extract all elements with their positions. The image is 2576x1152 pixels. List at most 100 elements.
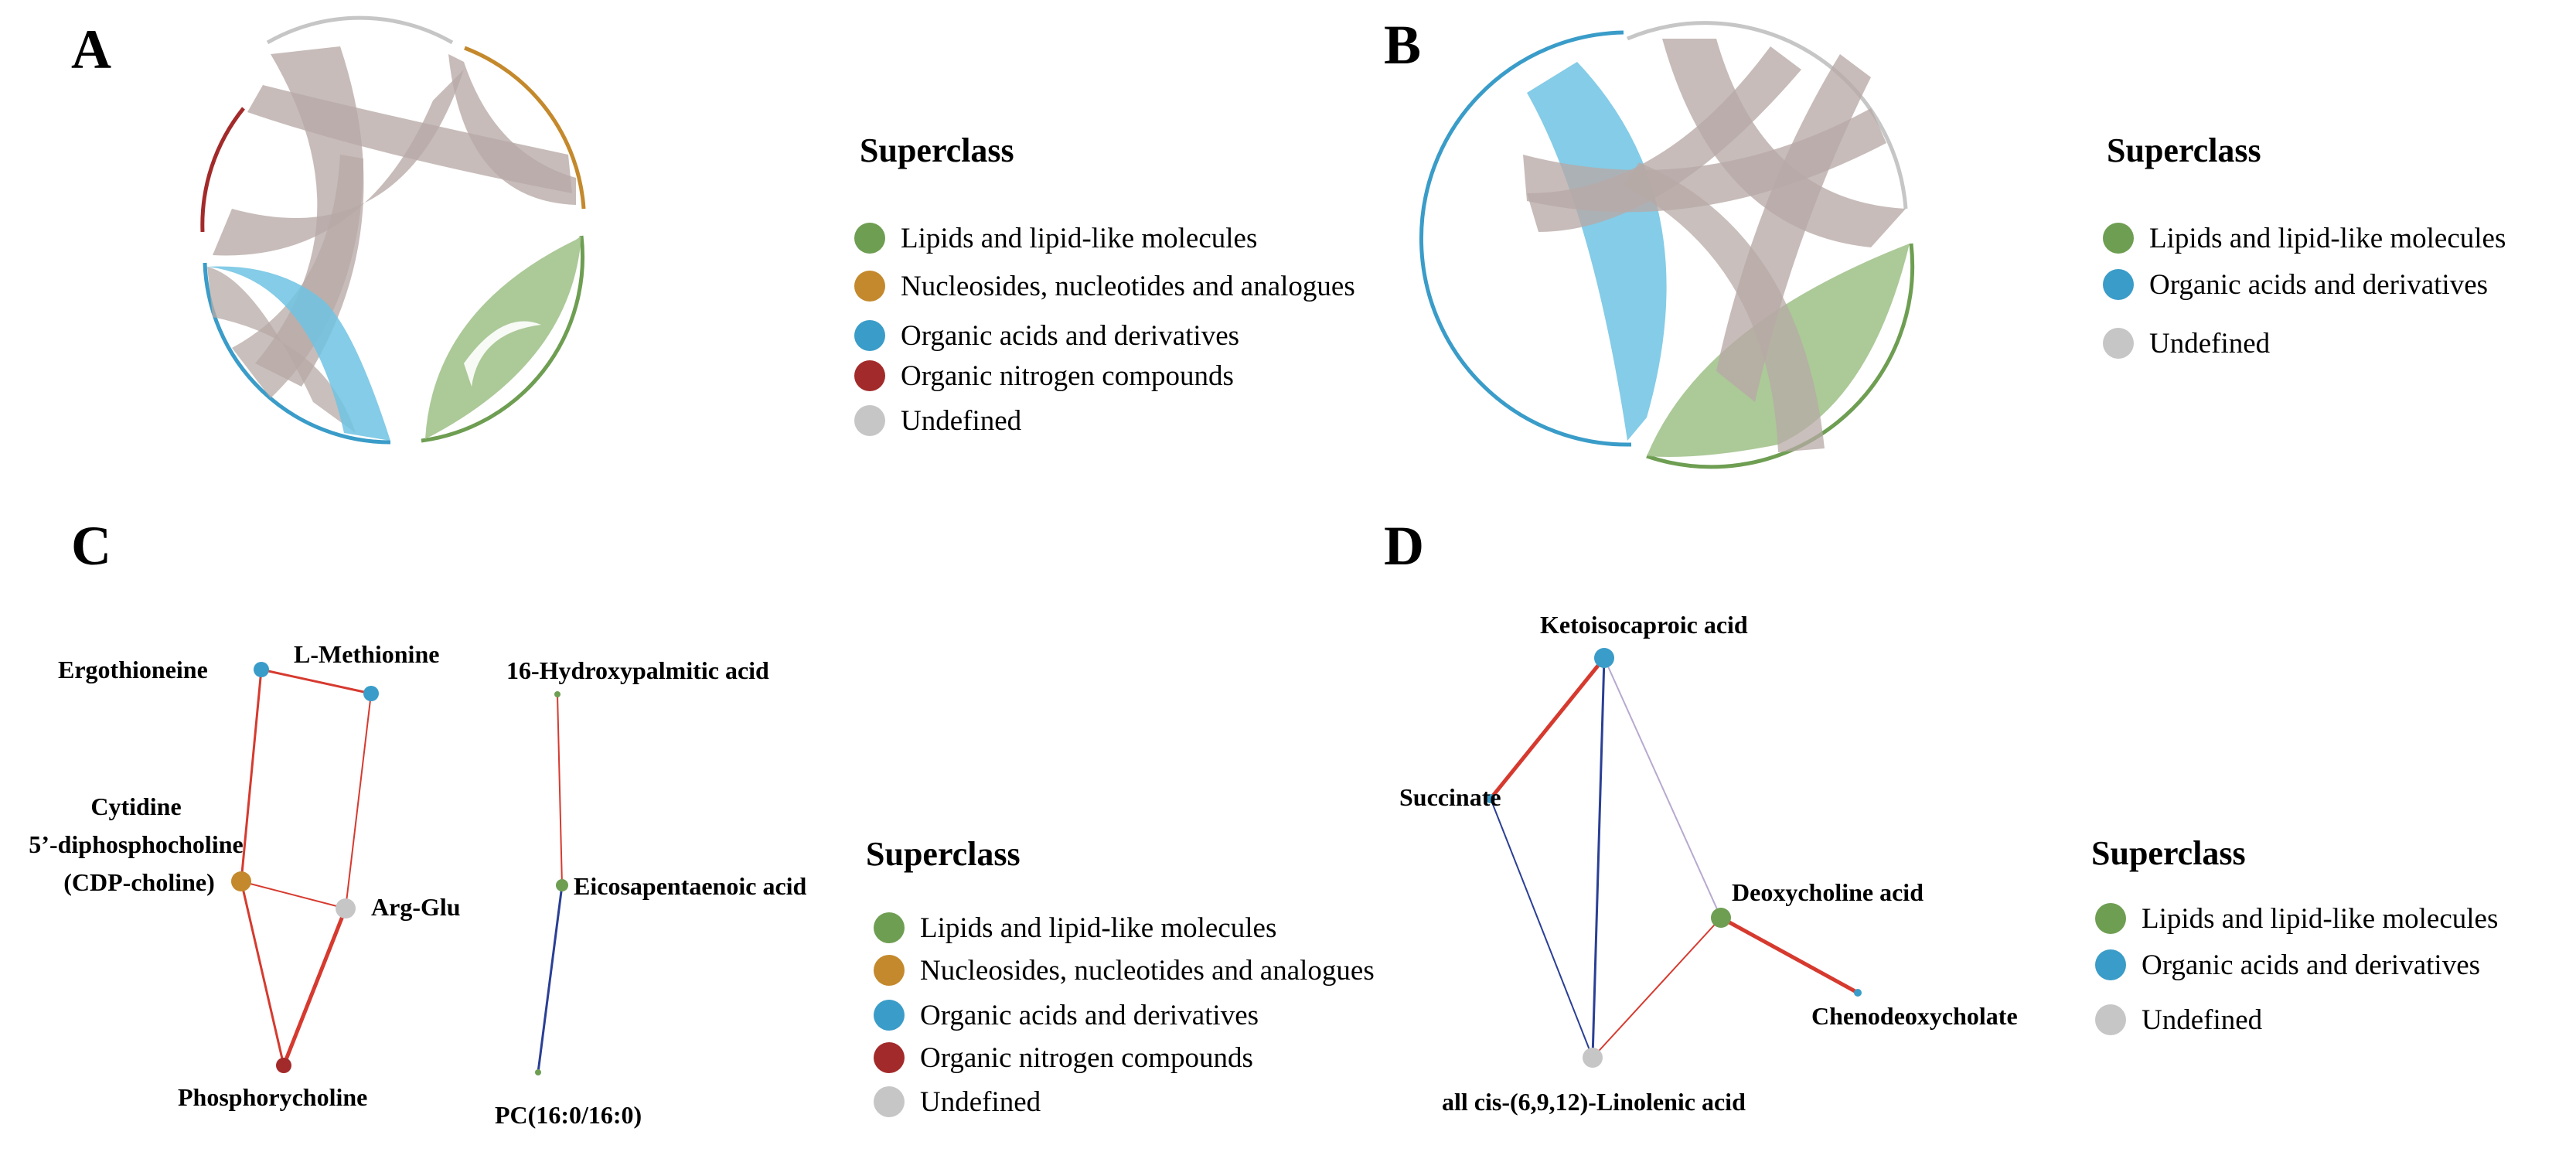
node-phosphorycholine [276, 1058, 291, 1073]
edge-ergothioneine-lmethionine [261, 668, 372, 695]
arc-undefined [1627, 21, 1908, 210]
legend-label: Organic acids and derivatives [901, 320, 1239, 352]
node-deoxycholine [1711, 908, 1731, 928]
legend-items: Lipids and lipid-like moleculesNucleosid… [874, 912, 1375, 1118]
legend-swatch [2103, 269, 2134, 300]
edge-hydroxypalmitic-eicosapentaenoic [557, 694, 563, 886]
chord-ribbon [247, 85, 572, 193]
edge-ketoisocaproic-linolenic [1591, 657, 1606, 1058]
panel-c-network: Ergothioneine L-Methionine Cytidine 5’-d… [29, 640, 806, 1129]
node-lmethionine [363, 686, 379, 701]
panel-c-legend: Superclass Lipids and lipid-like molecul… [866, 835, 1375, 1118]
legend-label: Organic acids and derivatives [2149, 269, 2488, 301]
legend-swatch [874, 1000, 905, 1031]
node-cdpcholine [231, 871, 251, 891]
legend-swatch [874, 955, 905, 986]
panel-a-chord-diagram [200, 15, 586, 445]
legend-swatch [854, 360, 885, 391]
chord-ribbon [1624, 162, 1825, 452]
legend-swatch [854, 320, 885, 351]
legend-title: Superclass [2091, 834, 2246, 872]
edge-eicosapentaenoic-pc16 [537, 884, 564, 1073]
node-succinate [1486, 794, 1495, 803]
chord-ribbon-organic-acids [207, 266, 390, 441]
panel-b-letter: B [1384, 14, 1421, 76]
panel-a-legend: Superclass Lipids and lipid-like molecul… [854, 131, 1355, 437]
panel-d-legend: Superclass Lipids and lipid-like molecul… [2091, 834, 2498, 1036]
panel-b-chord-diagram [1419, 21, 1915, 469]
legend-swatch [2095, 949, 2126, 980]
legend-label: Undefined [901, 405, 1022, 437]
edge-argglu-phosphorycholine [281, 908, 348, 1066]
arc-nucleosides [464, 46, 586, 210]
panel-a: A Superclass Lipids and lipid-like molec… [71, 15, 1355, 445]
node-argglu [336, 898, 356, 919]
edge-ergothioneine-cdpcholine [240, 669, 263, 882]
chord-ribbon [232, 155, 363, 398]
legend-swatch [874, 912, 905, 943]
chord-ribbon-lipids [425, 236, 581, 439]
legend-swatch [874, 1042, 905, 1073]
label-hydroxypalmitic: 16-Hydroxypalmitic acid [506, 656, 769, 684]
legend-label: Organic acids and derivatives [2142, 949, 2480, 981]
node-ketoisocaproic [1594, 648, 1614, 668]
label-eicosapentaenoic: Eicosapentaenoic acid [574, 872, 807, 900]
label-succinate: Succinate [1399, 783, 1501, 811]
label-lmethionine: L-Methionine [294, 640, 439, 668]
chord-ribbon [207, 267, 356, 433]
arc-lipids [1646, 243, 1915, 469]
arc-lipids [421, 235, 585, 443]
legend-label: Undefined [2149, 328, 2271, 360]
label-argglu: Arg-Glu [371, 893, 461, 921]
legend-label: Organic acids and derivatives [920, 1000, 1259, 1031]
edge-cdpcholine-argglu [240, 881, 346, 909]
chord-ribbon-organic-acids [1527, 62, 1667, 441]
label-linolenic: all cis-(6,9,12)-Linolenic acid [1442, 1088, 1746, 1116]
legend-swatch [854, 271, 885, 302]
legend-swatch [2095, 903, 2126, 934]
legend-label: Nucleosides, nucleotides and analogues [920, 955, 1375, 987]
legend-label: Organic nitrogen compounds [901, 360, 1234, 392]
chord-ribbon [1523, 108, 1886, 213]
node-ergothioneine [254, 662, 269, 677]
label-ergothioneine: Ergothioneine [58, 656, 208, 683]
legend-label: Undefined [920, 1086, 1041, 1118]
legend-swatch [2103, 223, 2134, 254]
legend-items: Lipids and lipid-like moleculesNucleosid… [854, 223, 1355, 437]
legend-title: Superclass [2107, 131, 2261, 169]
legend-label: Lipids and lipid-like molecules [2149, 223, 2506, 254]
legend-swatch [2095, 1004, 2126, 1035]
panel-b: B Superclass Lipids and lipid-like molec… [1384, 14, 2506, 469]
panel-d-letter: D [1384, 515, 1424, 577]
node-pc16 [535, 1069, 541, 1075]
chord-ribbon-self [464, 321, 541, 387]
label-chenodeoxycholate: Chenodeoxycholate [1811, 1002, 2018, 1030]
legend-label: Undefined [2142, 1004, 2263, 1036]
edge-ketoisocaproic-deoxycholine [1603, 657, 1722, 919]
legend-label: Nucleosides, nucleotides and analogues [901, 271, 1355, 302]
node-linolenic [1583, 1048, 1603, 1068]
panel-c: C Ergothioneine L-Methionine Cytidi [29, 515, 1374, 1129]
node-chenodeoxycholate [1854, 989, 1862, 997]
chord-ribbon [1662, 39, 1906, 247]
arc-organic-acids [203, 262, 391, 445]
label-deoxycholine: Deoxycholine acid [1732, 878, 1923, 906]
panel-a-letter: A [71, 19, 111, 80]
legend-label: Organic nitrogen compounds [920, 1042, 1253, 1074]
edge-cdpcholine-phosphorycholine [240, 881, 285, 1066]
label-phosphorycholine: Phosphorycholine [178, 1083, 367, 1111]
panel-c-letter: C [71, 515, 111, 577]
legend-title: Superclass [860, 131, 1014, 169]
edge-ketoisocaproic-succinate [1489, 656, 1606, 800]
label-cdpcholine: Cytidine 5’-diphosphocholine (CDP-cholin… [29, 792, 249, 896]
legend-label: Lipids and lipid-like molecules [920, 912, 1276, 944]
legend-title: Superclass [866, 835, 1021, 873]
node-eicosapentaenoic [556, 879, 568, 891]
edge-deoxycholine-chenodeoxycholate [1719, 915, 1859, 995]
node-hydroxypalmitic [554, 691, 561, 697]
legend-label: Lipids and lipid-like molecules [2142, 903, 2498, 935]
edge-deoxycholine-linolenic [1592, 917, 1722, 1058]
edge-lmethionine-argglu [345, 693, 372, 909]
